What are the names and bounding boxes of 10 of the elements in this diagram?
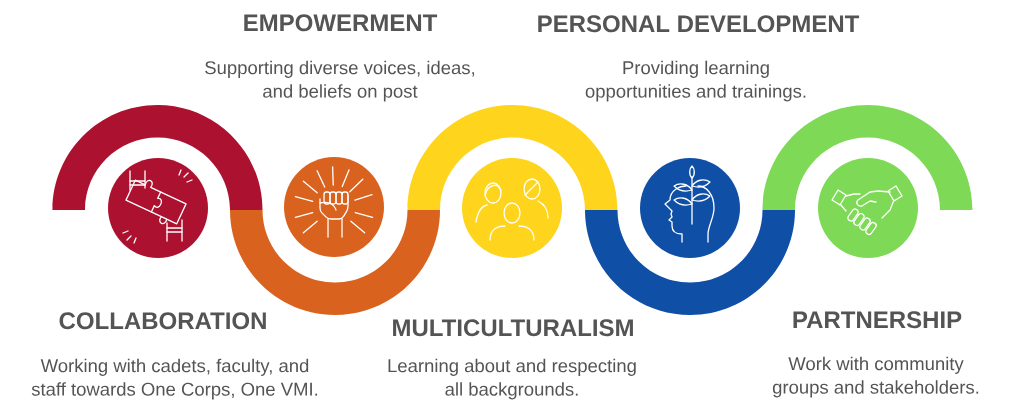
step-description: Learning about and respecting all backgrounds.	[388, 358, 636, 400]
step-heading: COLLABORATION	[59, 312, 266, 330]
step-description: Working with cadets, faculty, and staff towards One Corps, One VMI.	[31, 358, 318, 400]
step-description: Work with community groups and stakeholders.	[772, 356, 979, 398]
step-description: Supporting diverse voices, ideas, and beliefs on post	[205, 60, 475, 102]
step-heading: EMPOWERMENT	[244, 14, 438, 32]
step-heading: MULTICULTURALISM	[393, 319, 633, 337]
step-heading: PARTNERSHIP	[793, 311, 962, 329]
step-heading: PERSONAL DEVELOPMENT	[538, 15, 860, 33]
step-description: Providing learning opportunities and trainings.	[585, 60, 806, 102]
